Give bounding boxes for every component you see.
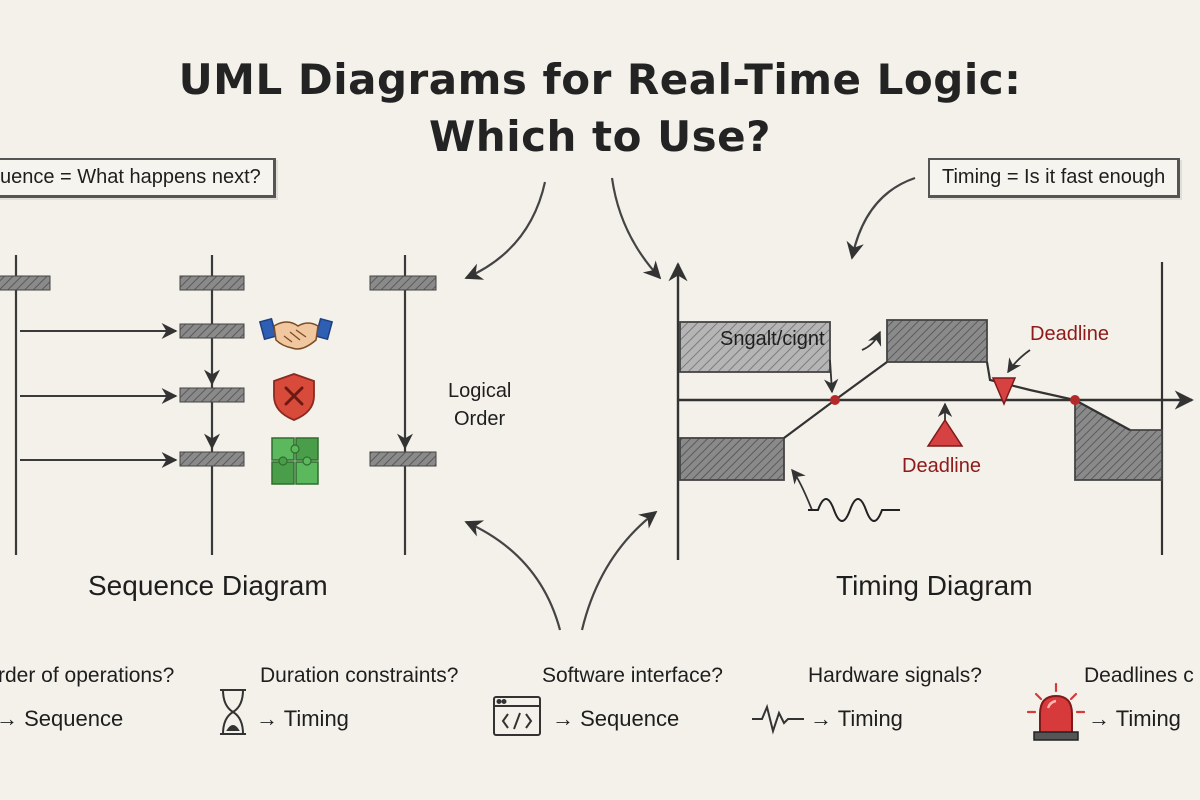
- hourglass-icon: [220, 689, 246, 735]
- signal-low-state: [679, 437, 785, 481]
- signal-high-state: [886, 319, 988, 363]
- event-dot: [830, 395, 840, 405]
- event-dot: [1070, 395, 1080, 405]
- warning-triangle-icon: [926, 418, 964, 447]
- guide-question-2: Duration constraints?: [260, 664, 459, 687]
- handshake-icon: [258, 317, 334, 350]
- timing-diagram-label: Timing Diagram: [836, 570, 1033, 601]
- guide-question-3: Software interface?: [542, 664, 723, 687]
- waveform-icon: [752, 703, 804, 735]
- logical-order-line-1: Logical: [448, 380, 512, 402]
- guide-answer-4: → Timing: [810, 706, 903, 731]
- activation-bar: [369, 451, 437, 467]
- activation-bar: [369, 275, 437, 291]
- sequence-diagram: [0, 255, 437, 555]
- guide-answer-2: → Timing: [256, 706, 349, 731]
- shield-x-icon: [273, 373, 315, 421]
- timing-callout: Timing = Is it fast enough: [928, 158, 1181, 198]
- activation-bar: [179, 275, 245, 291]
- activation-bar: [0, 275, 51, 291]
- guide-question-4: Hardware signals?: [808, 664, 982, 687]
- title-line-2: Which to Use?: [428, 112, 772, 161]
- sequence-diagram-label: Sequence Diagram: [88, 570, 328, 601]
- signal-low-state: [1074, 398, 1163, 481]
- guide-answer-3: → Sequence: [552, 706, 680, 731]
- sequence-callout: uence = What happens next?: [0, 158, 276, 198]
- guide-answer-1: → Sequence: [0, 706, 124, 731]
- activation-bar: [179, 387, 245, 403]
- deadline-label-bottom: Deadline: [902, 455, 981, 477]
- alarm-light-icon: [1026, 682, 1086, 741]
- puzzle-icon: [271, 437, 319, 485]
- timing-diagram: [668, 262, 1194, 560]
- guide-question-5: Deadlines c: [1084, 664, 1194, 687]
- sine-wave-icon: [808, 498, 900, 522]
- signal-transition: [985, 361, 1131, 431]
- code-window-icon: [493, 696, 541, 736]
- activation-bar: [179, 451, 245, 467]
- deadline-label-top: Deadline: [1030, 323, 1109, 345]
- logical-order-line-2: Order: [454, 408, 506, 430]
- deadline-marker-top: [991, 377, 1017, 406]
- connector-arrows: [464, 176, 916, 631]
- signal-high-state: [679, 321, 831, 373]
- signal-label: Sngalt/cignt: [720, 328, 825, 350]
- guide-question-1: rder of operations?: [0, 664, 175, 687]
- title-line-1: UML Diagrams for Real-Time Logic:: [178, 55, 1022, 104]
- guide-answer-5: → Timing: [1088, 706, 1181, 731]
- activation-bar: [179, 323, 245, 339]
